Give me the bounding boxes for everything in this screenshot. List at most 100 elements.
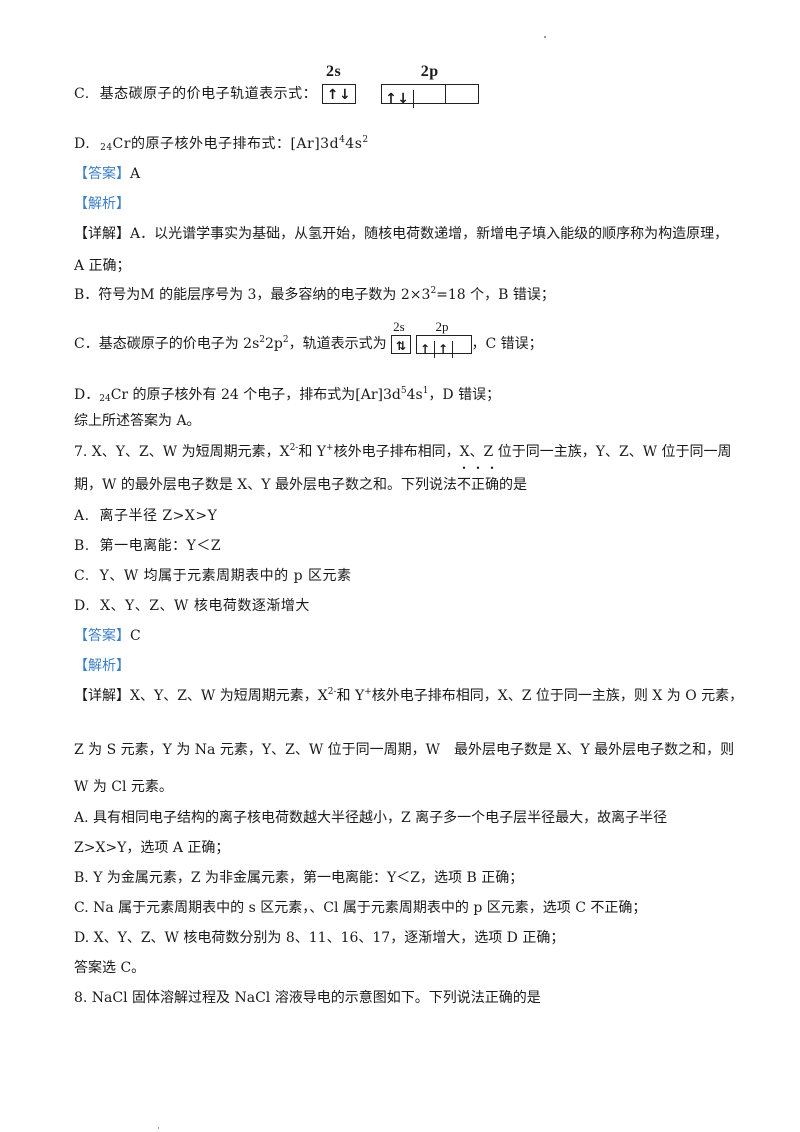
orbital-cell: ↑ [417, 340, 435, 358]
superscript: 2 [282, 335, 289, 345]
q7-answer: 【答案】C [74, 626, 141, 646]
option-text: 的原子核外电子排布式：[Ar]3d [130, 136, 340, 152]
superscript: 2 [362, 135, 369, 145]
emphasis-char: 不 [457, 475, 471, 495]
option-label: A. [74, 508, 90, 524]
detail-text: ，D 错误； [428, 387, 501, 403]
q6-detail-c: C．基态碳原子的价电子为 2s22p2，轨道表示式为 2s ⇅ 2p ↑↑ ，C… [74, 319, 543, 358]
atomic-number: 24 [100, 143, 113, 153]
stem-text: 核外电子排布相同，X、Z 位于同一主族，Y、Z、W 位于同一周 [333, 444, 732, 460]
q6-option-d: D. 24Cr的原子核外电子排布式：[Ar]3d44s2 [74, 134, 369, 154]
q7-stem-line2: 期，W 的最外层电子数是 X、Y 最外层电子数之和。下列说法不正确的是 [74, 475, 527, 495]
scan-mark-top [544, 36, 546, 38]
q7-detail-line3: W 为 Cl 元素。 [74, 779, 173, 795]
orbital-cell: ↑↓ [382, 90, 414, 108]
detail-text: D． [74, 387, 100, 403]
detail-text: 4s [406, 387, 423, 403]
detail-text: A．以光谱学事实为基础，从氢开始，随核电荷数递增，新增电子填入能级的顺序称为构造… [130, 226, 729, 242]
q7-detail-line1: 【详解】X、Y、Z、W 为短周期元素，X2-和 Y+核外电子排布相同，X、Z 位… [74, 686, 743, 706]
detail-text: ，轨道表示式为 [288, 336, 387, 352]
option-text: Y、W 均属于元素周期表中的 p 区元素 [99, 568, 352, 584]
answer-tag: 【答案】 [74, 166, 130, 182]
option-label: B. [74, 538, 90, 554]
detail-text: 和 Y [336, 688, 365, 704]
atomic-number: 24 [99, 394, 111, 404]
detail-tag: 【详解】 [74, 688, 130, 704]
orbital-cell [414, 85, 446, 103]
detail-text: B．符号为M 的能层序号为 3，最多容纳的电子数为 2×3 [74, 287, 431, 303]
detail-text: 核外电子排布相同，X、Z 位于同一主族，则 X 为 O 元素， [371, 688, 744, 704]
q6-detail-d: D．24Cr 的原子核外有 24 个电子，排布式为[Ar]3d54s1，D 错误… [74, 385, 500, 405]
option-label: C. [74, 568, 90, 584]
element-symbol: Cr [112, 136, 131, 152]
emphasis-char: 确 [485, 475, 499, 495]
stem-text: 7. X、Y、Z、W 为短周期元素，X [74, 444, 290, 460]
q7-detail-d: D. X、Y、Z、W 核电荷数分别为 8、11、16、17，逐渐增大，选项 D … [74, 930, 565, 946]
orbital-cell: ↑↓ [326, 87, 352, 103]
stem-text: 的是 [498, 477, 527, 493]
q6-detail-a2: A 正确； [74, 258, 131, 274]
orbital-cell [453, 336, 471, 353]
stem-text: 期，W 的最外层电子数是 X、Y 最外层电子数之和。下列说法 [74, 477, 457, 493]
detail-text: ，C 错误； [471, 336, 543, 352]
stem-text: 和 Y [298, 444, 327, 460]
detail-tag: 【详解】 [74, 226, 130, 242]
option-text: 4s [345, 136, 363, 152]
q7-analysis-tag: 【解析】 [74, 658, 130, 674]
emphasis-char: 正 [471, 475, 485, 495]
q6-summary: 综上所述答案为 A。 [74, 413, 201, 429]
option-label: C. [74, 86, 90, 102]
option-label: D. [74, 598, 91, 614]
option-text: 基态碳原子的价电子轨道表示式： [99, 86, 318, 102]
answer-value: C [130, 628, 141, 644]
q7-detail-a1: A. 具有相同电子结构的离子核电荷数越大半径越小，Z 离子多一个电子层半径最大，… [74, 810, 668, 826]
q6-analysis-tag: 【解析】 [74, 196, 130, 212]
option-text: X、Y、Z、W 核电荷数逐渐增大 [100, 598, 310, 614]
detail-text: 2p [265, 336, 283, 352]
orbital-2p: 2p ↑↓ [380, 63, 479, 108]
superscript: 1 [422, 386, 429, 396]
answer-value: A [130, 166, 141, 182]
q7-stem-line1: 7. X、Y、Z、W 为短周期元素，X2-和 Y+核外电子排布相同，X、Z 位于… [74, 442, 732, 462]
orbital-2s: 2s ⇅ [391, 319, 412, 354]
q7-option-c: C. Y、W 均属于元素周期表中的 p 区元素 [74, 566, 352, 586]
option-text: 离子半径 Z>X>Y [99, 508, 218, 524]
superscript: 2 [259, 335, 265, 345]
option-label: D. [74, 136, 91, 152]
superscript: 2 [430, 286, 437, 296]
q6-detail-b: B．符号为M 的能层序号为 3，最多容纳的电子数为 2×32=18 个，B 错误… [74, 285, 555, 305]
q7-final-answer: 答案选 C。 [74, 960, 146, 976]
detail-text: C．基态碳原子的价电子为 2s [74, 336, 260, 352]
superscript: + [326, 443, 334, 453]
q7-detail-c: C. Na 属于元素周期表中的 s 区元素，、Cl 属于元素周期表中的 p 区元… [74, 900, 647, 916]
q8-stem: 8. NaCl 固体溶解过程及 NaCl 溶液导电的示意图如下。下列说法正确的是 [74, 990, 541, 1006]
orbital-cell: ⇅ [396, 338, 407, 353]
scan-mark-bottom [158, 1127, 159, 1129]
orbital-cell [446, 85, 478, 103]
detail-text: Cr 的原子核外有 24 个电子，排布式为[Ar]3d [110, 387, 401, 403]
orbital-2s: 2s ↑↓ [322, 63, 357, 104]
superscript: 2- [289, 443, 299, 453]
orbital-cell: ↑ [435, 340, 453, 358]
orbital-2p-label: 2p [420, 63, 439, 80]
detail-text: X、Y、Z、W 为短周期元素，X [130, 688, 328, 704]
q6-detail-a1: 【详解】A．以光谱学事实为基础，从氢开始，随核电荷数递增，新增电子填入能级的顺序… [74, 224, 728, 244]
q7-detail-a2: Z>X>Y，选项 A 正确； [74, 840, 230, 856]
orbital-2s-label: 2s [326, 63, 342, 80]
q7-detail-b: B. Y 为金属元素，Z 为非金属元素，第一电离能：Y＜Z，选项 B 正确； [74, 870, 524, 886]
option-text: 第一电离能：Y＜Z [99, 538, 222, 554]
detail-text: =18 个，B 错误； [436, 287, 555, 303]
q6-option-c: C. 基态碳原子的价电子轨道表示式： 2s ↑↓ 2p ↑↓ [74, 63, 479, 108]
answer-tag: 【答案】 [74, 628, 130, 644]
superscript: 4 [339, 135, 346, 145]
q7-detail-line2: Z 为 S 元素，Y 为 Na 元素，Y、Z、W 位于同一周期，W 最外层电子数… [74, 742, 735, 758]
q7-option-a: A. 离子半径 Z>X>Y [74, 506, 217, 526]
orbital-2p: 2p ↑↑ [415, 319, 472, 358]
q7-option-d: D. X、Y、Z、W 核电荷数逐渐增大 [74, 596, 310, 616]
superscript: 2- [327, 687, 337, 697]
q6-answer: 【答案】A [74, 164, 140, 184]
orbital-2p-label: 2p [435, 319, 449, 334]
superscript: 5 [400, 386, 407, 396]
q7-option-b: B. 第一电离能：Y＜Z [74, 536, 221, 556]
orbital-2s-label: 2s [393, 319, 405, 334]
